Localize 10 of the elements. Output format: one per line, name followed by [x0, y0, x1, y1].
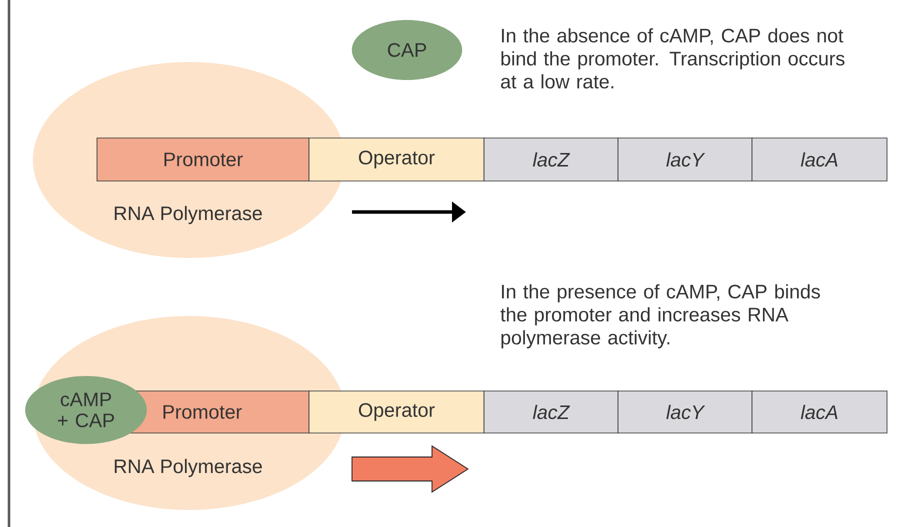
gene-segment-box: lacY: [618, 390, 752, 434]
gene-segment-box: lacY: [618, 138, 752, 182]
gene-segment-box: lacA: [752, 390, 888, 434]
note-text: In the absence of cAMP, CAP does not bind the promoter. Transcription occurs at a low rate.: [501, 28, 844, 89]
gene-segment-box: Operator: [308, 138, 484, 182]
gene-segment-box: Operator: [308, 390, 484, 434]
note-text: In the presence of cAMP, CAP binds the promoter and increases RNA polymerase activity.: [500, 284, 820, 348]
gene-segment-box: lacZ: [484, 138, 618, 182]
gene-segment-box: lacZ: [484, 390, 618, 434]
gene-segment-box: lacA: [752, 138, 888, 182]
